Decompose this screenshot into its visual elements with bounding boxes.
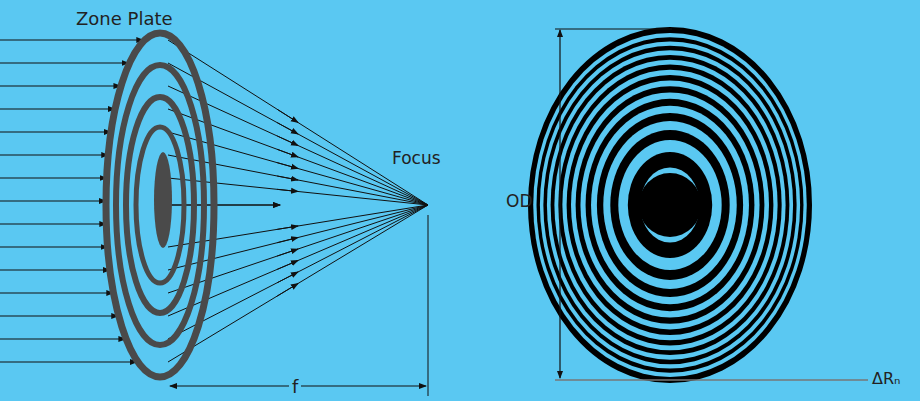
ray-arrow <box>277 109 298 122</box>
incident-ray <box>0 40 143 41</box>
opaque-zone <box>551 55 790 355</box>
opaque-zone <box>610 130 729 280</box>
extension-line <box>555 29 672 30</box>
incident-ray <box>0 293 113 294</box>
incident-ray <box>0 132 111 133</box>
zone-plate-front <box>530 29 810 381</box>
diffracted-ray <box>168 132 428 205</box>
zone-plate-side <box>106 33 214 377</box>
incident-ray <box>0 247 108 248</box>
open-zone <box>533 33 807 377</box>
central-zone <box>639 173 702 237</box>
ray-arrow <box>277 163 298 169</box>
incident-ray <box>0 201 106 202</box>
incident-ray <box>0 224 106 225</box>
opaque-zone <box>597 113 743 297</box>
zone-ring <box>126 97 194 313</box>
open-zone <box>580 92 759 317</box>
ray-arrow <box>277 261 298 270</box>
opaque-zone <box>576 86 765 323</box>
open-zone <box>591 106 749 305</box>
dimension-label: f <box>289 378 301 396</box>
opaque-zone <box>628 152 712 258</box>
open-zone <box>603 121 736 289</box>
opaque-zone <box>537 37 804 373</box>
ray-arrow <box>277 136 298 146</box>
zone-ring <box>106 33 214 377</box>
opaque-zone <box>530 29 810 381</box>
zone-ring <box>116 65 204 345</box>
incident-ray <box>0 339 125 340</box>
ray-arrow <box>277 284 298 297</box>
open-zone <box>562 70 777 341</box>
ray-arrow <box>277 226 298 229</box>
diffracted-ray <box>168 205 428 247</box>
opaque-zone <box>543 46 796 364</box>
diffracted-ray <box>168 178 428 205</box>
incident-ray <box>0 270 110 271</box>
ray-arrow <box>277 176 298 180</box>
ray-arrow <box>277 149 298 157</box>
plate-label: Zone Plate <box>76 10 173 28</box>
focus-label: Focus <box>392 150 441 167</box>
opaque-zone <box>558 65 781 346</box>
ray-arrow <box>277 189 298 191</box>
zone-ring <box>136 127 184 283</box>
zone-center <box>154 152 172 248</box>
open-zone <box>554 60 785 351</box>
outer-zone <box>530 29 810 381</box>
dimension-label: ΔRₙ <box>872 371 900 387</box>
incident-ray <box>0 63 129 64</box>
opaque-zone <box>586 99 755 311</box>
diffracted-ray <box>168 155 428 205</box>
open-zone <box>618 140 721 270</box>
ray-arrow <box>277 249 298 256</box>
incident-ray <box>0 178 107 179</box>
ray-arrow <box>277 123 298 134</box>
dimension-label: OD <box>506 193 532 210</box>
incident-ray <box>0 86 120 87</box>
extension-line <box>555 379 868 381</box>
open-zone <box>540 41 800 368</box>
incident-ray <box>0 109 115 110</box>
incident-ray <box>0 362 137 363</box>
opaque-zone <box>567 75 774 335</box>
extension-line <box>428 215 429 396</box>
incident-ray <box>0 316 118 317</box>
open-zone <box>571 81 769 330</box>
od-dimension <box>559 30 560 378</box>
zone-plate-disc <box>530 29 810 381</box>
incident-ray <box>0 155 108 156</box>
ray-arrow <box>277 238 298 243</box>
ray-arrow <box>277 272 298 283</box>
open-zone <box>547 50 793 359</box>
